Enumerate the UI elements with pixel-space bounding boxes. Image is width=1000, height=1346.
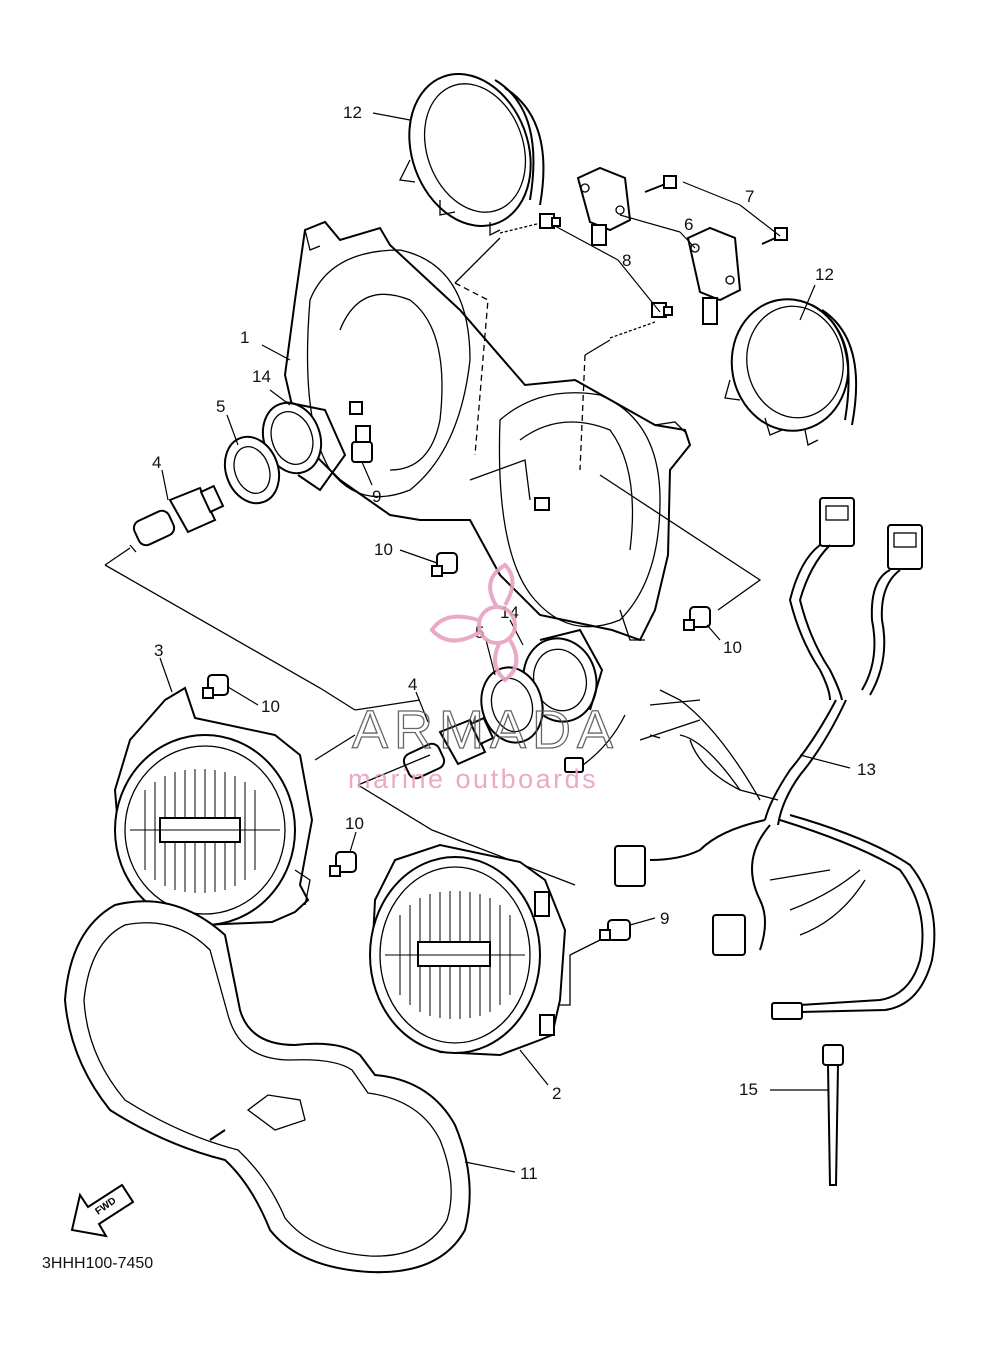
- headlight-bezel-11: [63, 900, 471, 1274]
- long-bolt-lower-8: [609, 302, 673, 339]
- wire-harness-13: [564, 497, 936, 1020]
- bolt-unit-center-10: [329, 851, 357, 877]
- callout-10-housing: 10: [374, 540, 393, 559]
- headlight-unit-right-2: [369, 843, 567, 1057]
- leader-lines: [159, 112, 851, 1173]
- callout-4-left: 4: [152, 453, 161, 472]
- callout-13: 13: [857, 760, 876, 779]
- callout-7: 7: [745, 187, 754, 206]
- callout-2: 2: [552, 1084, 561, 1103]
- mount-bracket-lower: [686, 226, 742, 325]
- callout-10-unit-left: 10: [261, 697, 280, 716]
- callout-14-left: 14: [252, 367, 271, 386]
- callout-15: 15: [739, 1080, 758, 1099]
- callout-12-side: 12: [815, 265, 834, 284]
- watermark-brand: ARMADA: [352, 700, 619, 760]
- callout-5-left: 5: [216, 397, 225, 416]
- cable-tie-15: [822, 1044, 844, 1186]
- bulb-retainer-left-5: [223, 435, 281, 505]
- propeller-logo-icon: [429, 562, 519, 683]
- callout-9-lower: 9: [660, 909, 669, 928]
- mount-bracket-upper: [576, 166, 632, 246]
- bolt-unit-left-10: [202, 674, 229, 699]
- callout-11: 11: [520, 1164, 538, 1183]
- callout-6: 6: [684, 215, 693, 234]
- callout-1: 1: [240, 328, 249, 347]
- lens-grill-left: [130, 769, 280, 893]
- callout-8: 8: [622, 251, 631, 270]
- clip-upper-9: [351, 425, 373, 463]
- callout-3: 3: [154, 641, 163, 660]
- reflector-ring-top: [399, 73, 545, 237]
- bolt-lower-7: [761, 227, 788, 245]
- callout-labels: 12 7 6 8 12 1 14 5 9 4 10 14 5 10 3 10 4…: [152, 103, 876, 1183]
- fwd-arrow-icon: FWD: [70, 1183, 135, 1238]
- callout-12-top: 12: [343, 103, 362, 122]
- bolt-upper-7: [644, 175, 677, 193]
- clip-lower-9: [599, 919, 631, 941]
- lens-grill-right: [385, 891, 525, 1019]
- alignment-lines: [454, 237, 762, 611]
- reflector-ring-side: [724, 298, 858, 446]
- callout-10-right: 10: [723, 638, 742, 657]
- callout-9-upper: 9: [372, 487, 381, 506]
- bulb-left-4: [129, 484, 225, 553]
- watermark-tagline: marine outboards: [348, 764, 598, 794]
- bolt-housing-right-10: [683, 606, 711, 631]
- headlight-unit-left-3: [113, 686, 314, 927]
- armada-watermark: ARMADA marine outboards: [348, 562, 619, 794]
- headlight-housing: [283, 220, 692, 642]
- callout-4-right: 4: [408, 675, 417, 694]
- callout-10-unit-center: 10: [345, 814, 364, 833]
- bulb-right-4: [402, 716, 495, 780]
- part-code: 3HHH100-7450: [42, 1255, 153, 1272]
- bolt-housing-10: [431, 552, 458, 577]
